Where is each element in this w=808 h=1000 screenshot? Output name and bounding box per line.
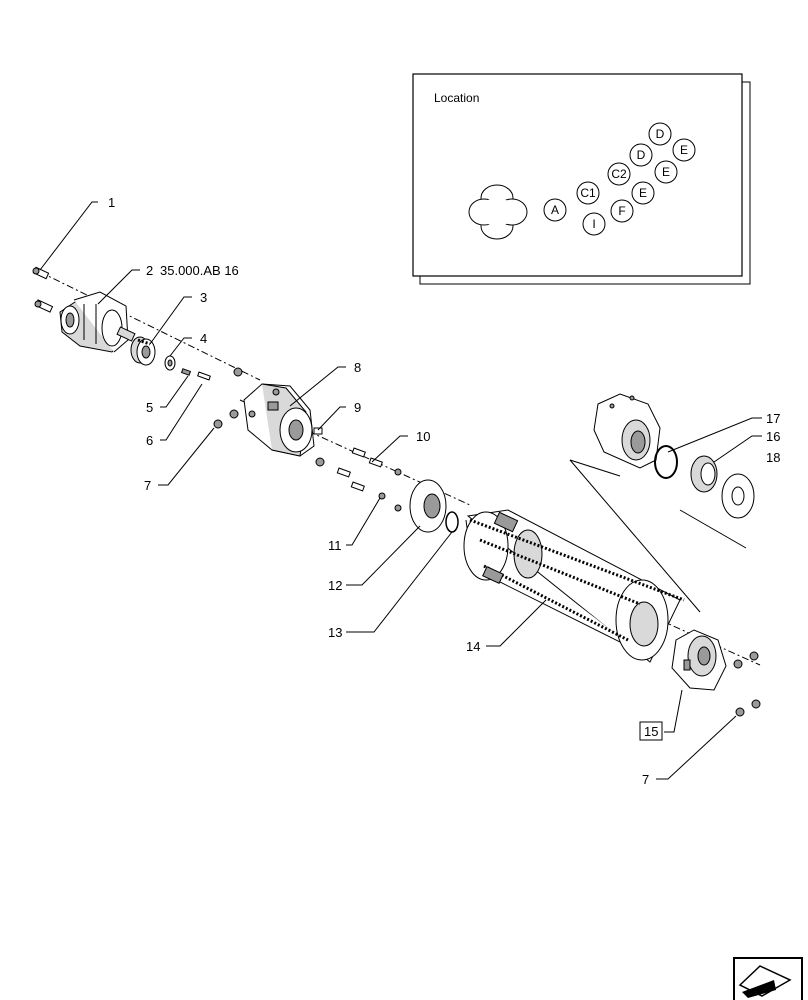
arrow-back-icon[interactable] [733,957,803,1000]
location-marker-i: I [582,212,606,236]
callout-13: 13 [328,625,342,640]
svg-text:C2: C2 [611,167,627,181]
location-marker-a: A [543,198,567,222]
callout-7: 7 [144,478,151,493]
callout-2-reference: 35.000.AB 16 [160,263,239,278]
callout-5: 5 [146,400,153,415]
svg-text:A: A [551,203,559,217]
callout-12: 12 [328,578,342,593]
detail-inset [569,393,755,613]
part-8-bearing-housing [243,383,315,457]
callout-6: 6 [146,433,153,448]
callout-labels: 1 2 35.000.AB 16 3 4 5 6 7 8 9 10 11 12 … [108,195,780,787]
svg-text:C1: C1 [580,186,596,200]
callout-3: 3 [200,290,207,305]
part-7-nuts-left [213,409,239,429]
callout-16: 16 [766,429,780,444]
callout-9: 9 [354,400,361,415]
location-marker-c2: C2 [607,162,631,186]
part-5-6-pins [180,367,243,381]
location-marker-e: E [654,160,678,184]
callout-1: 1 [108,195,115,210]
location-marker-f: F [610,199,634,223]
location-panel: Location A C1 I F C2 [412,73,751,285]
callout-14: 14 [466,639,480,654]
location-marker-e: E [672,138,696,162]
location-title: Location [434,91,479,105]
svg-text:E: E [662,165,670,179]
part-15-end-plate [671,629,761,717]
part-14-drum [463,509,685,663]
svg-text:E: E [639,186,647,200]
part-9-bolt [313,427,323,435]
part-13-snap-ring [445,511,459,533]
location-marker-d: D [648,122,672,146]
callout-8: 8 [354,360,361,375]
callout-17: 17 [766,411,780,426]
part-4-washer [164,355,176,371]
part-12-flange [409,479,447,533]
svg-text:E: E [680,143,688,157]
callout-4: 4 [200,331,207,346]
svg-text:I: I [592,217,595,231]
part-1-bolts [32,266,54,313]
svg-text:F: F [618,204,625,218]
callout-2: 2 [146,263,153,278]
svg-text:D: D [637,148,646,162]
callout-10: 10 [416,429,430,444]
callout-18: 18 [766,450,780,465]
callout-15-box [639,721,663,741]
location-marker-d: D [629,143,653,167]
part-2-hydraulic-motor [59,291,136,353]
svg-text:D: D [656,127,665,141]
machine-silhouette-icon [468,184,528,240]
location-marker-e: E [631,181,655,205]
callout-11: 11 [328,538,342,553]
callout-7: 7 [642,772,649,787]
part-10-11-fasteners [315,447,402,512]
location-marker-c1: C1 [576,181,600,205]
leader-lines [39,201,762,780]
part-3-coupling [130,336,156,366]
callout-15: 15 [644,724,658,739]
